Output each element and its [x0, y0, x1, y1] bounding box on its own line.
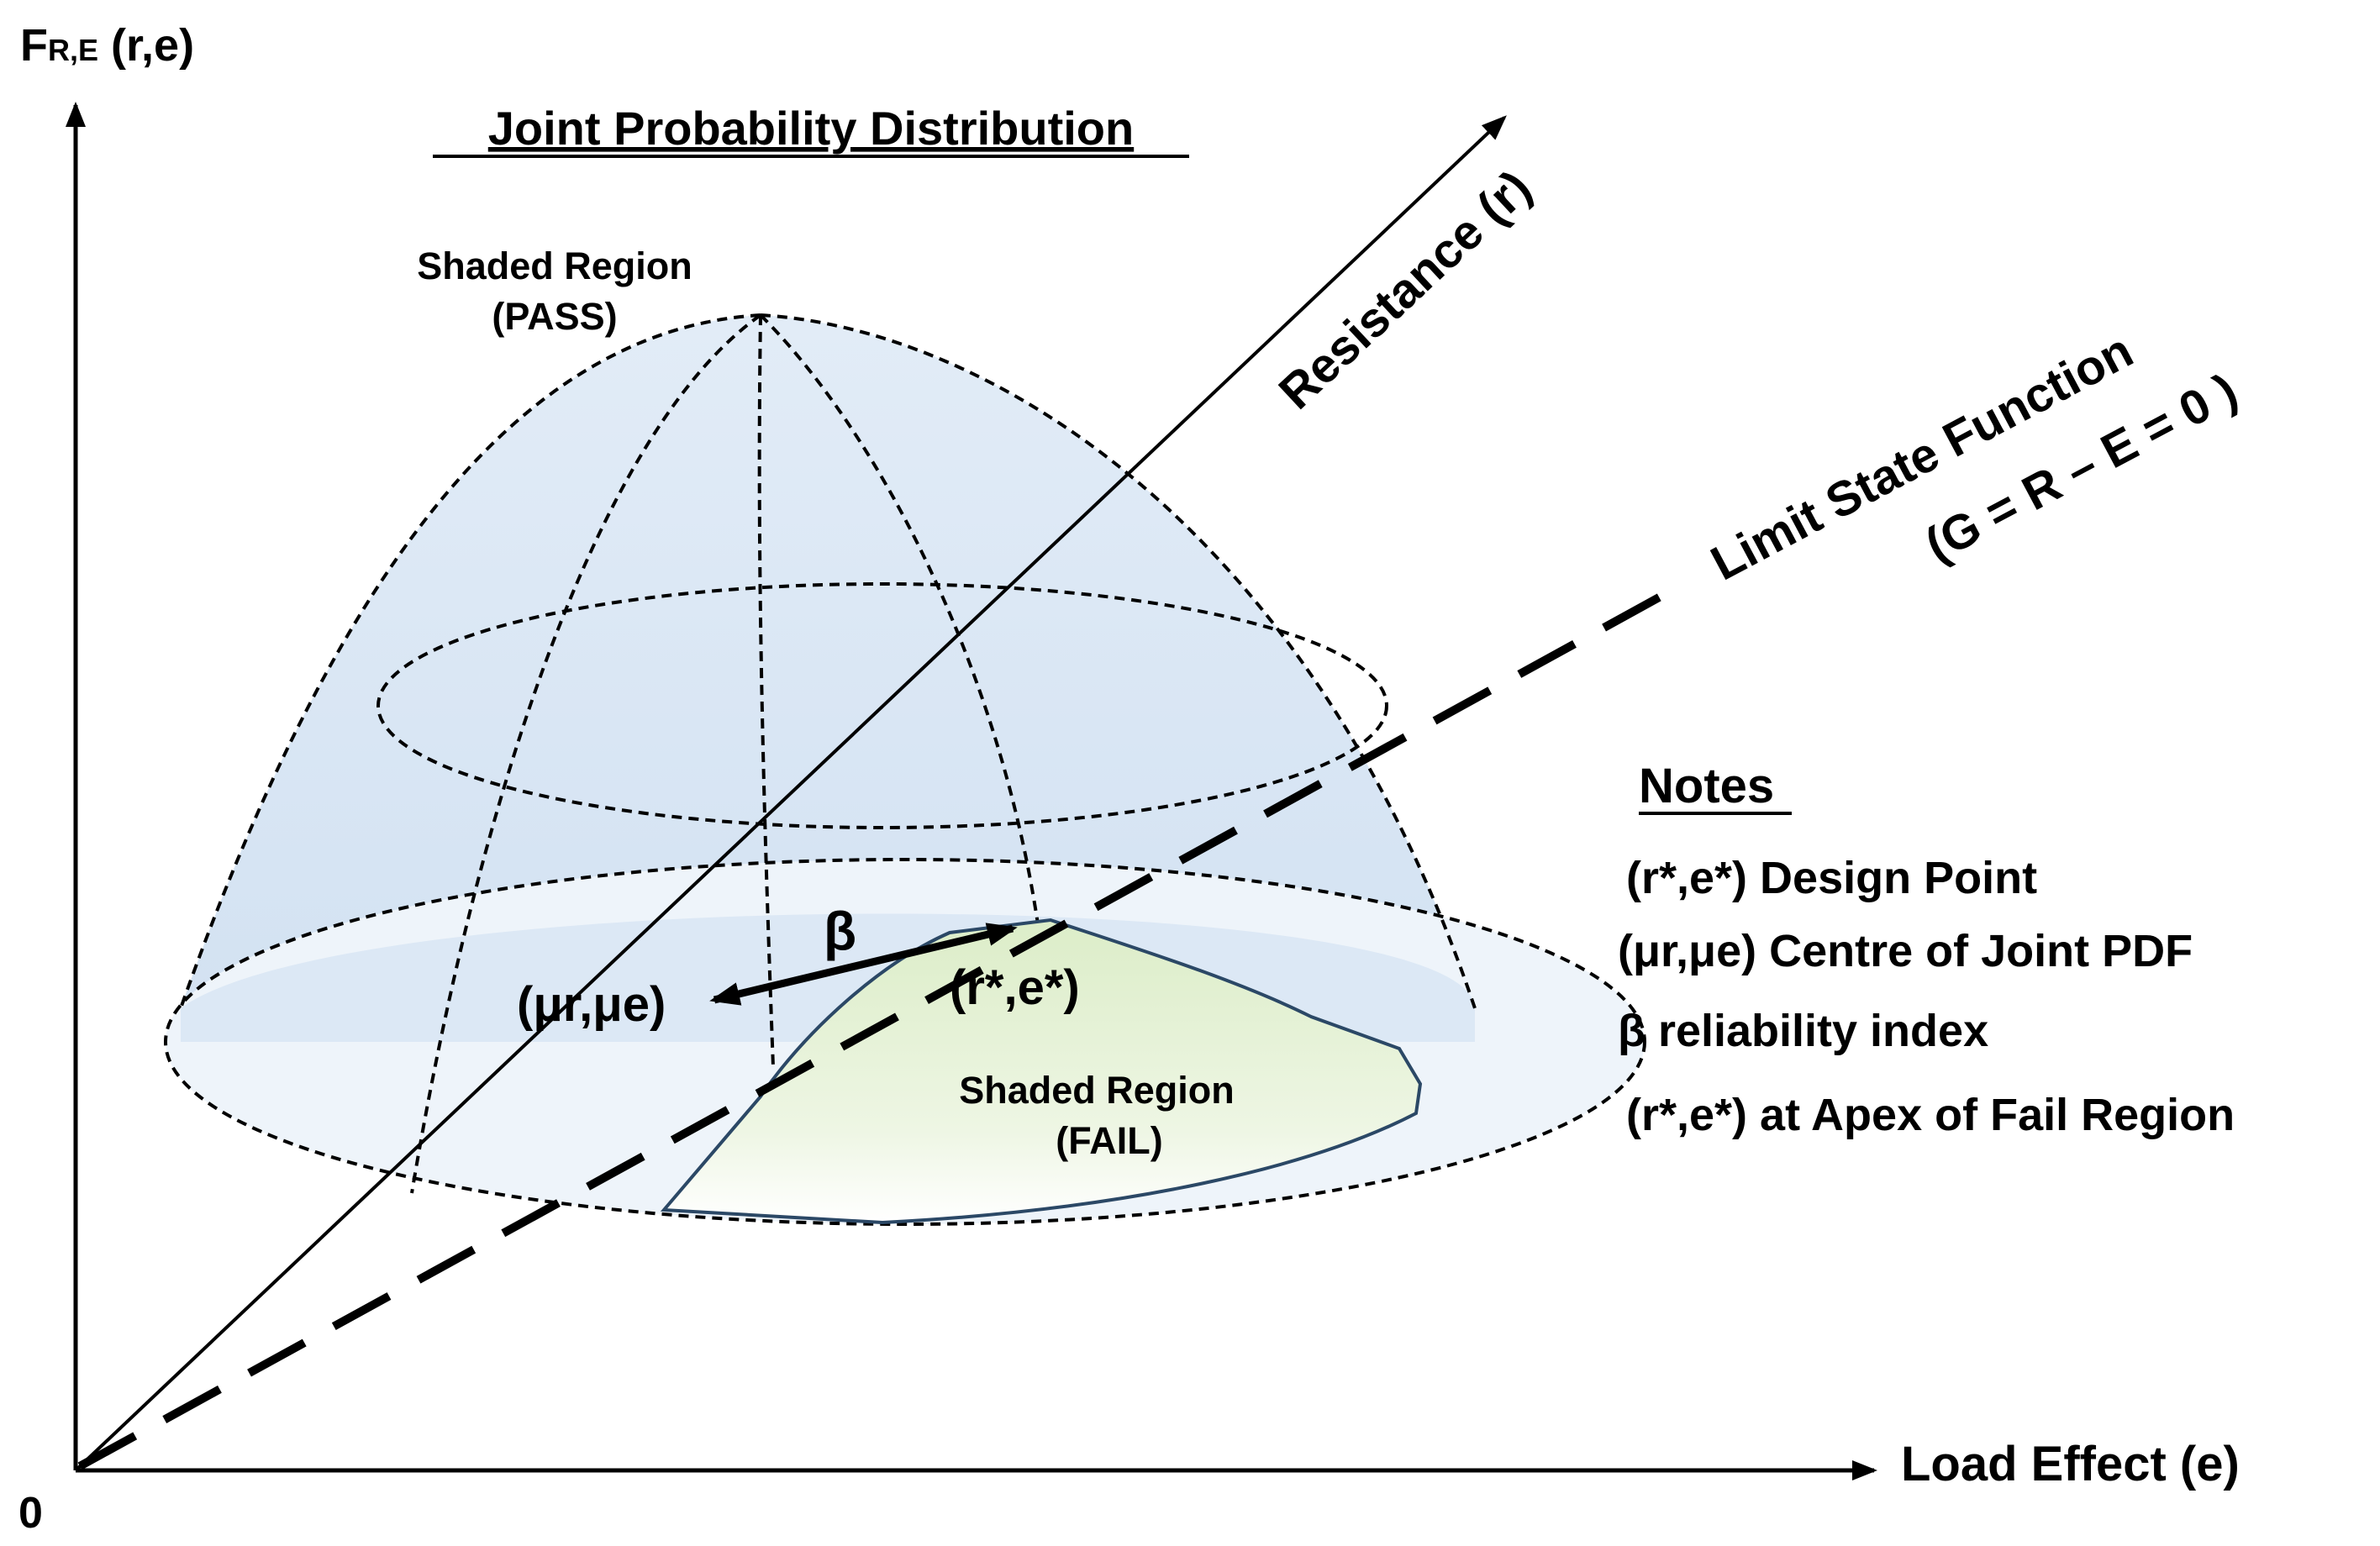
- cone-outline-left: [179, 313, 761, 1009]
- cone-meridian-2: [757, 314, 775, 1068]
- pass-region-label-1: Shaded Region: [417, 245, 692, 287]
- origin-label: 0: [18, 1489, 43, 1538]
- pass-region-label-2: (PASS): [492, 295, 617, 338]
- diagram-title: Joint Probability Distribution: [488, 102, 1134, 155]
- notes-panel: Notes (r*,e*) Design Point (μr,μe) Centr…: [1618, 759, 2235, 1140]
- limit-state-line: [77, 588, 1671, 1470]
- beta-label: β: [824, 901, 856, 961]
- cone-meridian-3: [759, 313, 1040, 925]
- y-axis-label: FR,E (r,e): [20, 20, 194, 71]
- note-item: (μr,μe) Centre of Joint PDF: [1618, 926, 2193, 976]
- cone-meridian-1: [410, 313, 762, 1194]
- fail-region-label-2: (FAIL): [1056, 1119, 1162, 1162]
- cone-base-rim: [164, 858, 1646, 1226]
- resistance-axis-label: Resistance (r): [1269, 160, 1542, 419]
- centre-label: (μr,μe): [517, 977, 666, 1032]
- note-item: (r*,e*) Design Point: [1626, 853, 2037, 903]
- cone-mid-ring: [376, 582, 1388, 829]
- cone-body: [181, 315, 1475, 1008]
- load-effect-label: Load Effect (e): [1901, 1437, 2240, 1491]
- note-item: (r*,e*) at Apex of Fail Region: [1626, 1090, 2235, 1140]
- fail-region-label-1: Shaded Region: [959, 1069, 1235, 1112]
- notes-heading: Notes: [1639, 759, 1774, 813]
- beta-arrow: [709, 923, 1018, 1006]
- resistance-axis: [74, 115, 1507, 1472]
- note-item: β reliability index: [1618, 1006, 1988, 1056]
- design-point-label: (r*,e*): [950, 960, 1080, 1015]
- cone-outline-right: [760, 313, 1477, 1009]
